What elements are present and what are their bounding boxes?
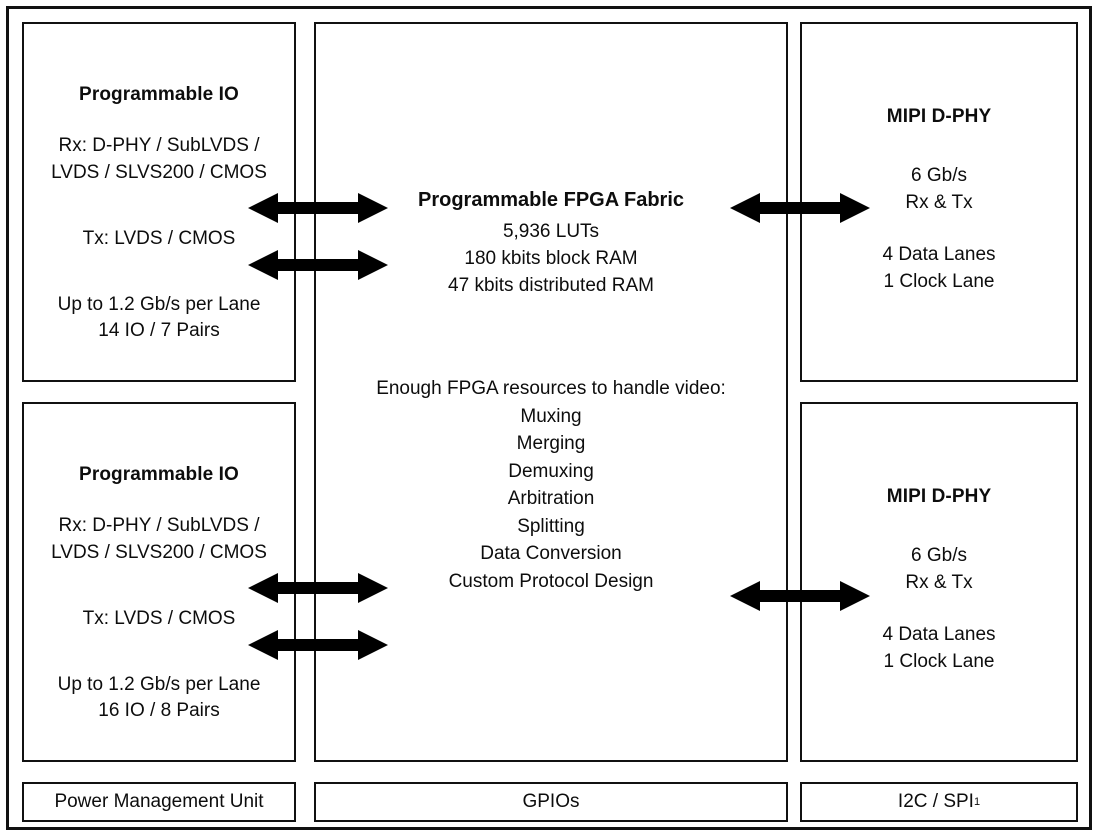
fabric-title: Programmable FPGA Fabric — [418, 189, 684, 211]
block-title-programmable-io-bottom: Programmable IO — [79, 464, 239, 485]
dphy-top-direction: Rx & Tx — [905, 192, 973, 213]
arrow-fabric-to-dphy-bottom — [730, 578, 870, 614]
io-top-rx-line-1: Rx: D-PHY / SubLVDS / — [58, 135, 260, 156]
strip-gpios-label: GPIOs — [522, 791, 580, 812]
io-bottom-rx-line-1: Rx: D-PHY / SubLVDS / — [58, 515, 260, 536]
fabric-block-ram: 180 kbits block RAM — [464, 248, 638, 269]
block-mipi-dphy-bottom: MIPI D-PHY 6 Gb/s Rx & Tx 4 Data Lanes 1… — [800, 402, 1078, 762]
arrow-fabric-to-dphy-top — [730, 190, 870, 226]
fabric-resources-heading: Enough FPGA resources to handle video: — [376, 378, 726, 399]
fabric-resource-item: Arbitration — [507, 488, 595, 509]
dphy-top-title: MIPI D-PHY — [886, 106, 992, 127]
fabric-resource-item: Demuxing — [508, 461, 594, 482]
fabric-distributed-ram: 47 kbits distributed RAM — [448, 275, 654, 296]
double-arrow-icon — [730, 581, 870, 611]
io-bottom-rx-line-2: LVDS / SLVS200 / CMOS — [51, 542, 267, 563]
dphy-top-speed: 6 Gb/s — [911, 165, 967, 186]
double-arrow-icon — [248, 250, 388, 280]
arrow-io-top-to-fabric-upper — [248, 190, 388, 226]
dphy-bottom-title: MIPI D-PHY — [886, 486, 992, 507]
strip-power-management-unit: Power Management Unit — [22, 782, 296, 822]
fabric-resource-item: Custom Protocol Design — [448, 571, 654, 592]
dphy-bottom-clock-lane: 1 Clock Lane — [883, 651, 995, 672]
double-arrow-icon — [730, 193, 870, 223]
block-title-programmable-io-top: Programmable IO — [79, 84, 239, 105]
double-arrow-icon — [248, 573, 388, 603]
dphy-top-clock-lane: 1 Clock Lane — [883, 271, 995, 292]
io-top-rx-line-2: LVDS / SLVS200 / CMOS — [51, 162, 267, 183]
arrow-io-bottom-to-fabric-upper — [248, 570, 388, 606]
double-arrow-icon — [248, 193, 388, 223]
block-programmable-io-top: Programmable IO Rx: D-PHY / SubLVDS / LV… — [22, 22, 296, 382]
io-top-rate-line: Up to 1.2 Gb/s per Lane — [57, 294, 261, 315]
arrow-io-top-to-fabric-lower — [248, 247, 388, 283]
block-fpga-fabric: Programmable FPGA Fabric 5,936 LUTs 180 … — [314, 22, 788, 762]
block-programmable-io-bottom: Programmable IO Rx: D-PHY / SubLVDS / LV… — [22, 402, 296, 762]
fabric-resource-item: Muxing — [520, 406, 582, 427]
dphy-top-data-lanes: 4 Data Lanes — [882, 244, 996, 265]
fabric-resource-item: Data Conversion — [480, 543, 622, 564]
dphy-bottom-data-lanes: 4 Data Lanes — [882, 624, 996, 645]
double-arrow-icon — [248, 630, 388, 660]
dphy-bottom-direction: Rx & Tx — [905, 572, 973, 593]
fabric-resource-item: Merging — [516, 433, 586, 454]
io-top-io-count-line: 14 IO / 7 Pairs — [98, 320, 220, 341]
arrow-io-bottom-to-fabric-lower — [248, 627, 388, 663]
strip-power-label: Power Management Unit — [54, 791, 264, 812]
strip-gpios: GPIOs — [314, 782, 788, 822]
strip-i2c-spi-label: I2C / SPI — [897, 791, 974, 812]
dphy-bottom-speed: 6 Gb/s — [911, 545, 967, 566]
fabric-luts: 5,936 LUTs — [502, 221, 600, 242]
fabric-resource-item: Splitting — [517, 516, 585, 537]
io-bottom-io-count-line: 16 IO / 8 Pairs — [98, 700, 220, 721]
io-bottom-rate-line: Up to 1.2 Gb/s per Lane — [57, 674, 261, 695]
io-top-tx-line: Tx: LVDS / CMOS — [82, 228, 236, 249]
io-bottom-tx-line: Tx: LVDS / CMOS — [82, 608, 236, 629]
